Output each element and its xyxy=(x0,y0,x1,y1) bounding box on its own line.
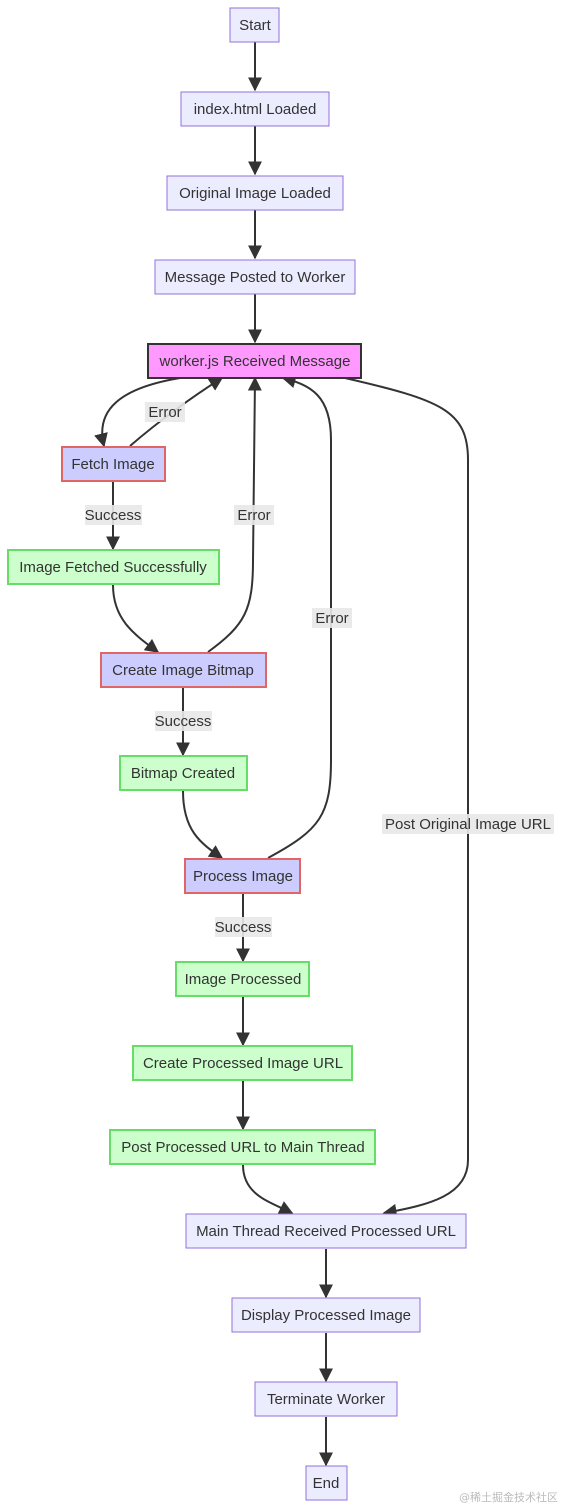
node-create-bitmap: Create Image Bitmap xyxy=(100,652,267,688)
node-index-loaded: index.html Loaded xyxy=(180,91,330,127)
edge-label-text: Success xyxy=(215,919,272,936)
node-create-url: Create Processed Image URL xyxy=(132,1045,353,1081)
node-label: Process Image xyxy=(193,868,293,885)
node-label: Image Fetched Successfully xyxy=(19,559,207,576)
node-label: Post Processed URL to Main Thread xyxy=(121,1139,364,1156)
edge-labels: Error Success Error Success Error Succes… xyxy=(85,402,554,937)
edge-label-text: Error xyxy=(237,507,270,524)
edge-bitmap-error xyxy=(207,376,262,653)
node-label: Fetch Image xyxy=(71,456,154,473)
edge-bitmapcreated-process xyxy=(182,790,224,859)
edge-post-main xyxy=(242,1164,294,1214)
edge-label-process-success: Success xyxy=(215,917,272,937)
edge-label-text: Post Original Image URL xyxy=(385,816,551,833)
node-end: End xyxy=(305,1465,348,1501)
node-bitmap-created: Bitmap Created xyxy=(119,755,248,791)
node-label: Bitmap Created xyxy=(131,765,235,782)
node-original-loaded: Original Image Loaded xyxy=(166,175,344,211)
edge-label-post-original: Post Original Image URL xyxy=(382,814,554,834)
node-label: Original Image Loaded xyxy=(179,185,331,202)
node-image-processed: Image Processed xyxy=(175,961,310,997)
node-worker-received: worker.js Received Message xyxy=(147,343,362,379)
node-label: Start xyxy=(239,17,272,34)
node-label: Create Processed Image URL xyxy=(143,1055,343,1072)
edge-fetched-bitmap xyxy=(112,584,160,653)
edge-process-error xyxy=(267,374,332,859)
node-start: Start xyxy=(229,7,280,43)
edge-label-bitmap-error: Error xyxy=(234,505,274,525)
node-label: Image Processed xyxy=(185,971,302,988)
watermark: @稀土掘金技术社区 xyxy=(459,1491,558,1504)
node-display: Display Processed Image xyxy=(231,1297,421,1333)
edge-label-text: Success xyxy=(85,507,142,524)
node-image-fetched: Image Fetched Successfully xyxy=(7,549,220,585)
edge-label-text: Error xyxy=(315,610,348,627)
edge-label-text: Success xyxy=(155,713,212,730)
node-label: Message Posted to Worker xyxy=(165,269,346,286)
edge-worker-fetch xyxy=(94,377,181,448)
node-label: Main Thread Received Processed URL xyxy=(196,1223,456,1240)
edge-label-text: Error xyxy=(148,404,181,421)
node-process-image: Process Image xyxy=(184,858,301,894)
node-main-received: Main Thread Received Processed URL xyxy=(185,1213,467,1249)
node-label: worker.js Received Message xyxy=(159,353,351,370)
edge-label-fetch-error: Error xyxy=(145,402,185,422)
node-post-url: Post Processed URL to Main Thread xyxy=(109,1129,376,1165)
node-label: Terminate Worker xyxy=(267,1391,385,1408)
nodes: Start index.html Loaded Original Image L… xyxy=(7,7,467,1501)
node-message-posted: Message Posted to Worker xyxy=(154,259,356,295)
node-label: index.html Loaded xyxy=(194,101,317,118)
node-label: Display Processed Image xyxy=(241,1307,411,1324)
edge-label-fetch-success: Success xyxy=(85,505,142,525)
edge-label-process-error: Error xyxy=(312,608,352,628)
node-label: End xyxy=(313,1475,340,1492)
edge-label-bitmap-success: Success xyxy=(155,711,212,731)
node-fetch-image: Fetch Image xyxy=(61,446,166,482)
node-label: Create Image Bitmap xyxy=(112,662,254,679)
node-terminate: Terminate Worker xyxy=(254,1381,398,1417)
edge-worker-main-original xyxy=(344,377,469,1218)
edges xyxy=(94,42,469,1467)
